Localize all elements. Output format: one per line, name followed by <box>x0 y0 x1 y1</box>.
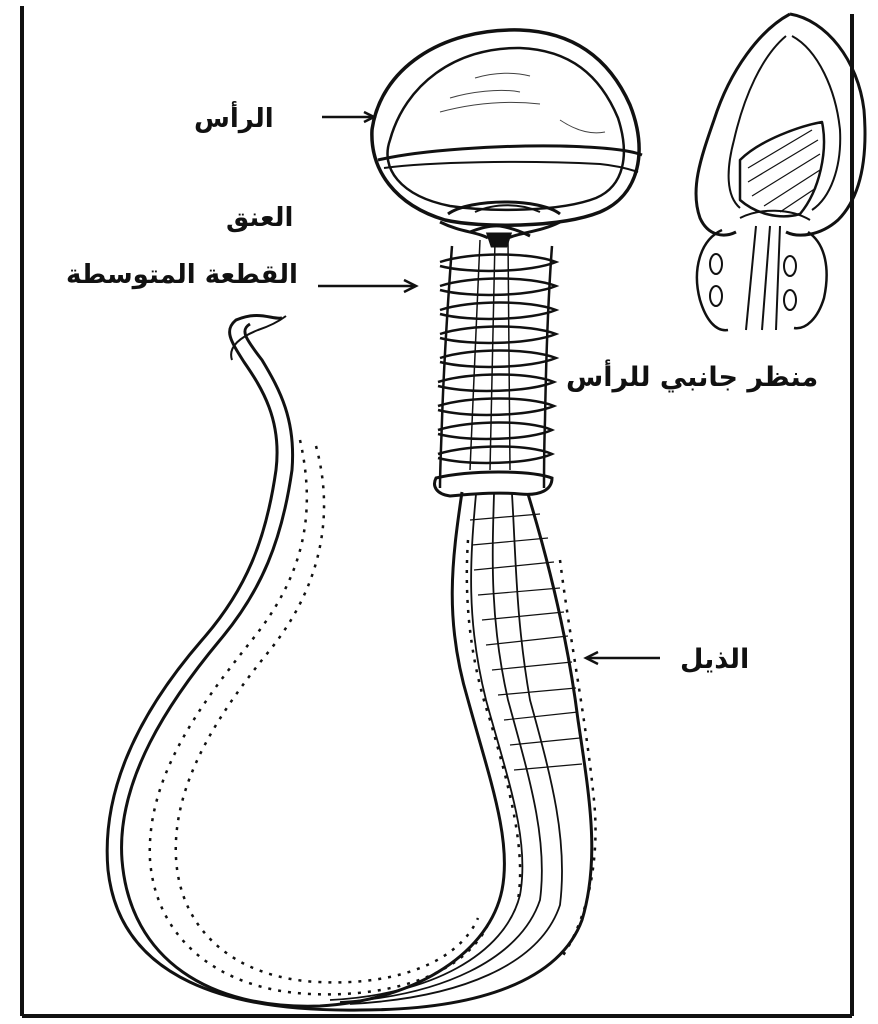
label-tail: الذيل <box>680 646 749 673</box>
label-midpiece: القطعة المتوسطة <box>66 262 298 288</box>
tail-arrow <box>586 652 660 664</box>
side-view-head <box>696 14 865 330</box>
sperm-neck <box>440 222 560 246</box>
head-arrow <box>322 112 374 122</box>
label-neck: العنق <box>226 205 293 231</box>
label-head: الرأس <box>194 106 274 132</box>
sperm-midpiece <box>435 240 556 496</box>
figure-frame <box>22 6 852 1016</box>
sperm-tail <box>107 315 595 1010</box>
midpiece-arrow <box>318 280 416 292</box>
label-side-view: منظر جانبي للرأس <box>566 364 818 391</box>
sperm-head <box>372 30 642 225</box>
